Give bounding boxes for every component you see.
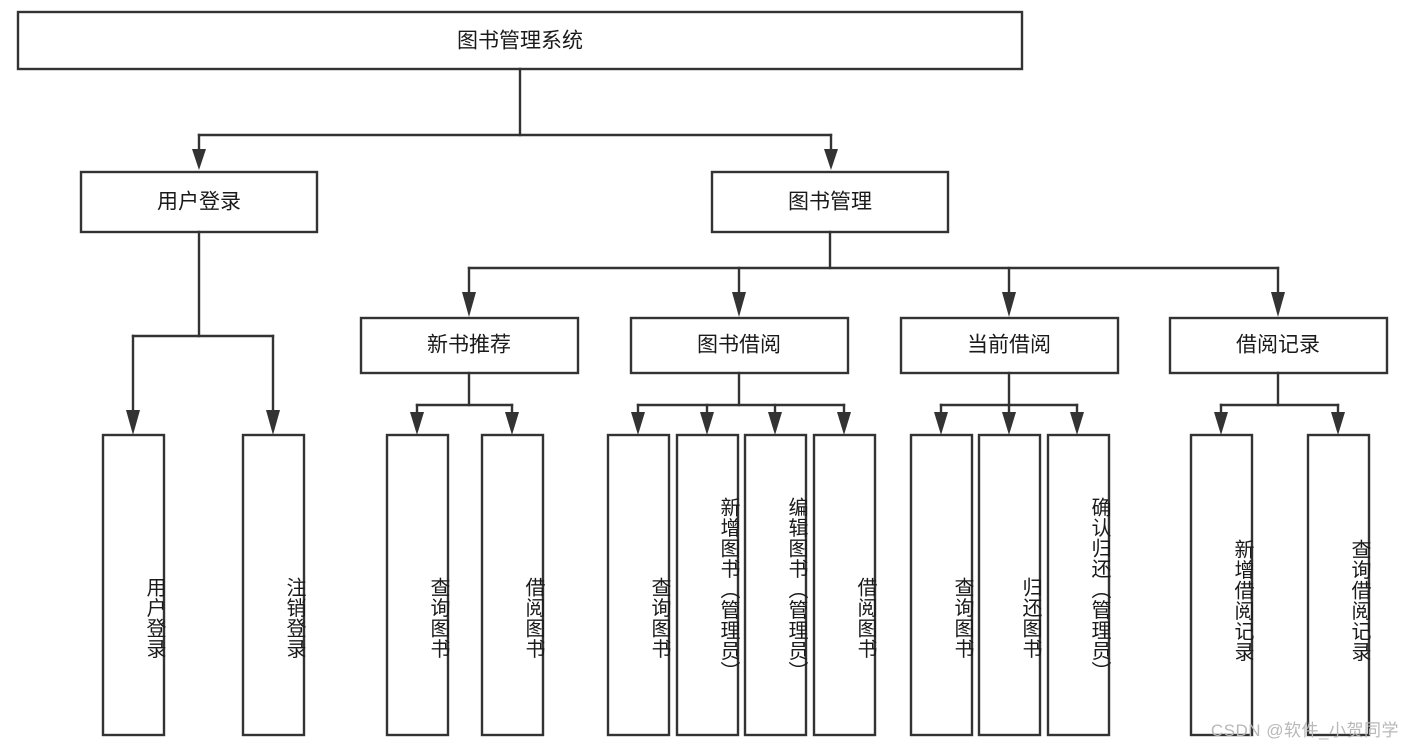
arrow-to-current-borrow — [1002, 292, 1016, 317]
node-borrow-record[interactable]: 借阅记录 — [1168, 316, 1389, 375]
leaf-label-query-record: 查询借阅记录 — [1348, 538, 1370, 662]
leaf-label-borrow-book-1: 借阅图书 — [522, 576, 544, 659]
leaf-box-borrow-book-2[interactable] — [812, 433, 877, 737]
connector-user-login-to-leaves — [126, 230, 280, 435]
arrow-to-book-borrow — [732, 292, 746, 317]
node-user-login-box[interactable] — [79, 170, 319, 234]
leaf-box-query-book-1[interactable] — [385, 433, 450, 737]
arrow-to-leaf-query-book-1 — [410, 412, 424, 435]
arrow-to-leaf-query-book-2 — [631, 412, 645, 435]
leaf-label-confirm-return: 确认归还（管理员） — [1088, 496, 1110, 682]
arrow-to-leaf-user-login — [126, 410, 140, 435]
node-user-login-label: 用户登录 — [157, 191, 241, 214]
arrow-to-leaf-add-record — [1214, 412, 1228, 435]
node-new-book-recommend-label: 新书推荐 — [427, 334, 511, 357]
leaf-label-borrow-book-2: 借阅图书 — [854, 576, 876, 659]
connector-borrow-record-to-leaves — [1214, 371, 1345, 435]
node-borrow-record-label: 借阅记录 — [1236, 334, 1320, 357]
arrow-to-leaf-borrow-book-2 — [837, 412, 851, 435]
leaf-box-return-book[interactable] — [977, 433, 1042, 737]
leaf-label-edit-book: 编辑图书（管理员） — [785, 496, 807, 682]
arrow-to-leaf-query-book-3 — [934, 412, 948, 435]
arrow-to-leaf-query-record — [1331, 412, 1345, 435]
leaf-box-add-record[interactable] — [1189, 433, 1254, 737]
node-book-borrow-label: 图书借阅 — [697, 334, 781, 357]
arrow-to-user-login — [192, 149, 206, 170]
node-root-label: 图书管理系统 — [457, 30, 583, 53]
connector-new-book-recommend-to-leaves — [410, 371, 519, 435]
leaf-label-add-book: 新增图书（管理员） — [717, 496, 739, 682]
leaf-box-edit-book[interactable] — [743, 433, 808, 737]
node-book-borrow-box[interactable] — [629, 316, 850, 375]
leaf-box-add-book[interactable] — [675, 433, 740, 737]
leaf-label-query-book-3: 查询图书 — [951, 576, 973, 659]
node-new-book-recommend[interactable]: 新书推荐 — [359, 316, 580, 375]
leaf-box-logout-login[interactable] — [241, 433, 306, 737]
leaf-box-confirm-return[interactable] — [1046, 433, 1111, 737]
node-book-manage-box[interactable] — [710, 170, 950, 234]
leaf-box-user-login[interactable] — [101, 433, 166, 737]
node-root[interactable]: 图书管理系统 — [16, 10, 1024, 71]
leaf-label-query-book-2: 查询图书 — [648, 576, 670, 659]
arrow-to-leaf-borrow-book-1 — [505, 412, 519, 435]
connector-book-borrow-to-leaves — [631, 371, 851, 435]
arrow-to-book-manage — [824, 149, 838, 170]
leaf-label-query-book-1: 查询图书 — [427, 576, 449, 659]
node-new-book-recommend-box[interactable] — [359, 316, 580, 375]
leaf-label-logout-login: 注销登录 — [283, 576, 305, 659]
leaf-label-add-record: 新增借阅记录 — [1231, 538, 1253, 662]
leaf-label-return-book: 归还图书 — [1019, 576, 1041, 659]
node-current-borrow-box[interactable] — [899, 316, 1120, 375]
arrow-to-leaf-edit-book — [768, 412, 782, 435]
leaf-label-user-login: 用户登录 — [143, 576, 165, 659]
leaf-box-query-record[interactable] — [1306, 433, 1371, 737]
node-root-box[interactable] — [16, 10, 1024, 71]
arrow-to-borrow-record — [1271, 292, 1285, 317]
arrow-to-new-book-recommend — [462, 292, 476, 317]
node-book-manage-label: 图书管理 — [788, 191, 872, 214]
leaf-box-borrow-book-1[interactable] — [480, 433, 545, 737]
node-book-manage[interactable]: 图书管理 — [710, 170, 950, 234]
leaf-box-query-book-3[interactable] — [909, 433, 974, 737]
leaf-box-query-book-2[interactable] — [606, 433, 671, 737]
arrow-to-leaf-confirm-return — [1070, 412, 1084, 435]
arrow-to-leaf-logout-login — [266, 410, 280, 435]
connector-current-borrow-to-leaves — [934, 371, 1084, 435]
node-current-borrow[interactable]: 当前借阅 — [899, 316, 1120, 375]
node-user-login[interactable]: 用户登录 — [79, 170, 319, 234]
connector-book-manage-to-level3 — [462, 230, 1285, 317]
node-current-borrow-label: 当前借阅 — [967, 334, 1051, 357]
node-book-borrow[interactable]: 图书借阅 — [629, 316, 850, 375]
arrow-to-leaf-add-book — [700, 412, 714, 435]
connector-root-to-level2 — [192, 67, 838, 170]
arrow-to-leaf-return-book — [1002, 412, 1016, 435]
